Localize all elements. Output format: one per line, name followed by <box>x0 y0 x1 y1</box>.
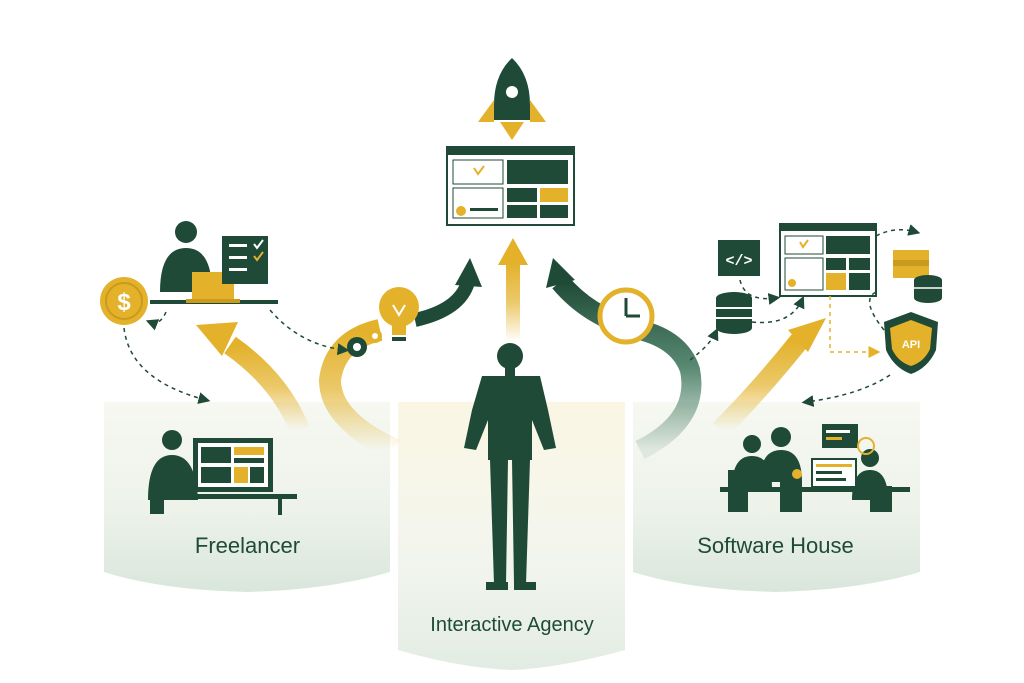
website-mockup-icon <box>446 146 575 226</box>
arrow-head-software <box>788 318 826 352</box>
software-team-scene <box>720 424 910 512</box>
dashed-connector-api-panel <box>801 374 891 407</box>
freelancer-label: Freelancer <box>194 533 301 558</box>
arrow-to-software <box>712 333 808 438</box>
arrow-to-mockup-left <box>413 279 475 327</box>
arrow-head-mockup-left <box>455 258 482 287</box>
dashed-connector-code-window <box>739 279 781 305</box>
arrow-head-center <box>498 238 528 265</box>
dashed-connector-db-window <box>751 295 805 324</box>
coins-icon <box>893 250 942 303</box>
dashed-connector-coin-desk <box>145 311 167 331</box>
agency-panel <box>398 402 625 670</box>
api-label: API <box>902 339 920 351</box>
dashed-connector-desk-gears <box>269 309 350 356</box>
arrow-head-mockup-right <box>546 258 575 288</box>
dashed-connector-clock-db <box>689 327 719 361</box>
api-shield-icon: API <box>884 312 938 374</box>
lightbulb-icon <box>379 287 419 341</box>
dashed-connector-coin-panel <box>123 327 211 404</box>
checklist-icon <box>222 236 268 284</box>
software-house-label: Software House <box>697 533 854 558</box>
software-house-panel <box>633 402 920 592</box>
arrow-from-clock <box>552 275 702 459</box>
software-website-window <box>779 223 877 297</box>
agency-man <box>464 343 556 590</box>
arrow-to-freelancer <box>224 336 310 434</box>
arrow-center-shaft <box>506 262 520 342</box>
code-symbol: </> <box>725 253 752 270</box>
freelancer-desk-scene <box>150 221 278 304</box>
rocket-icon <box>478 58 546 140</box>
gears-icon <box>347 329 382 357</box>
dollar-coin-icon: $ <box>100 277 148 325</box>
dashed-connector-shield-window <box>868 291 885 331</box>
interactive-agency-label: Interactive Agency <box>430 614 594 636</box>
clock-icon <box>597 287 655 345</box>
code-window-icon: </> <box>718 240 760 276</box>
gold-dashed-window-api <box>829 296 881 358</box>
arrow-head-freelancer <box>196 322 238 356</box>
database-icon <box>716 292 752 334</box>
freelancer-monitor <box>175 438 297 515</box>
dashed-connector-window-coins <box>875 224 921 237</box>
dollar-symbol: $ <box>117 289 131 316</box>
